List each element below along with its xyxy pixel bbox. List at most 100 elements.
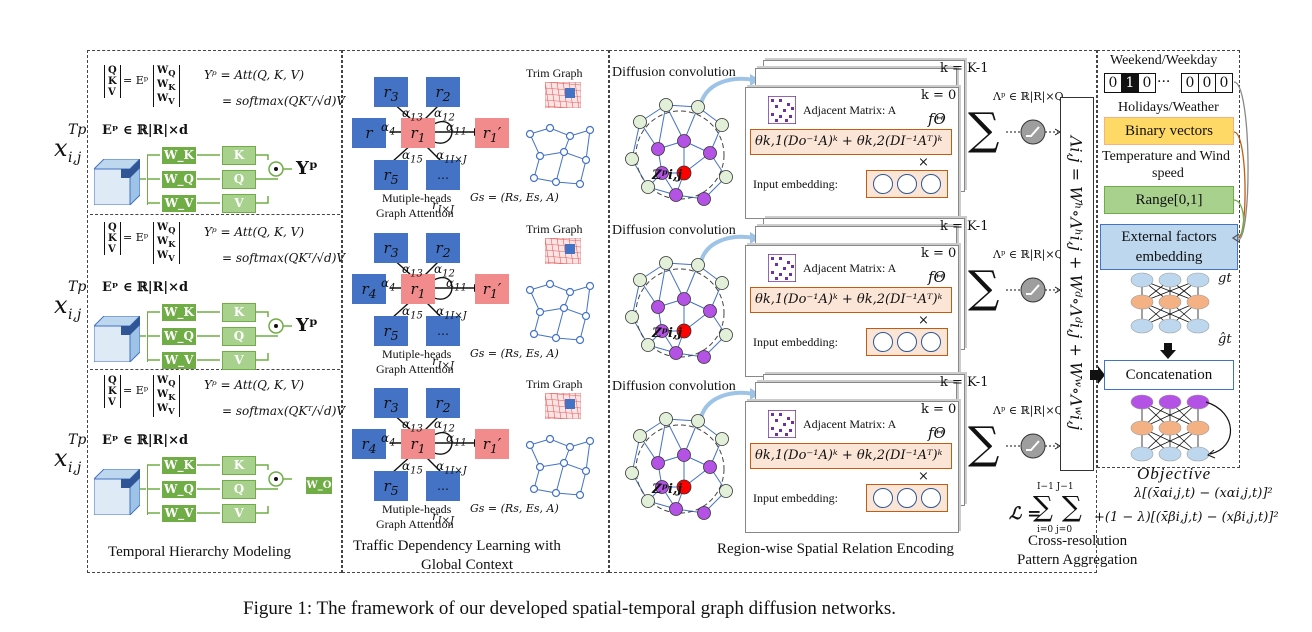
weekend-label: Weekend/Weekday	[1110, 53, 1218, 68]
v-box: V	[222, 504, 256, 523]
attention-formula-1: Yᵖ = Att(Q, K, V)	[204, 225, 304, 239]
k-back-label: k = K-1	[940, 375, 989, 390]
traffic-panel	[342, 50, 609, 573]
bit-cell: 0	[1181, 73, 1199, 93]
region-graph	[625, 412, 733, 520]
bit-cell: 0	[1215, 73, 1233, 93]
alpha-13: α13	[402, 417, 423, 435]
aggregation-equation: Λi,j = Wʰ∘Λʰi,j + Wᵈ∘Λᵈi,j + Wʷ∘Λʷi,j	[1066, 135, 1086, 431]
bit-cell: 0	[1198, 73, 1216, 93]
wk-box: W_K	[162, 457, 196, 474]
k-box: K	[222, 303, 256, 322]
objective-label: Objective	[1137, 464, 1212, 483]
region-graph	[625, 256, 733, 364]
node-r1-prime: r1′	[475, 118, 509, 148]
loss-sums: ∑ ∑	[1033, 490, 1082, 523]
bit-dots: ···	[1157, 74, 1171, 90]
k-front-label: k = 0	[921, 246, 957, 261]
external-panel	[1097, 50, 1240, 468]
k-back-label: k = K-1	[940, 61, 989, 76]
node-r2: r2	[426, 233, 460, 263]
alpha-15: α15	[402, 459, 423, 477]
node-r3: r3	[374, 77, 408, 107]
input-embedding-vector	[866, 328, 948, 356]
adjacent-matrix-label: Adjacent Matrix: A	[803, 103, 897, 117]
trim-graph-label: Trim Graph	[526, 377, 583, 391]
holidays-label: Holidays/Weather	[1118, 100, 1219, 115]
temporal-divider-1	[90, 214, 340, 215]
temporal-divider-2	[90, 369, 340, 370]
diffusion-title: Diffusion convolution	[612, 223, 736, 238]
figure-caption: Figure 1: The framework of our developed…	[243, 598, 897, 619]
adjacency-icon	[768, 96, 796, 124]
v-box: V	[222, 194, 256, 213]
sum-symbol: ∑	[968, 104, 1000, 155]
attention-formula-2: = softmax(QKᵀ/√d)V	[222, 404, 346, 418]
node-r: r4	[352, 274, 386, 304]
branch-lines	[147, 312, 158, 362]
node-rIJ: …rI×J	[426, 471, 460, 526]
activation-node	[1006, 433, 1061, 459]
qkv-equals: = Eᵖ	[123, 74, 149, 87]
alpha-12: α12	[434, 262, 455, 280]
region-graph	[625, 98, 733, 206]
k-front-label: k = 0	[921, 88, 957, 103]
k-box: K	[222, 456, 256, 475]
branch-lines	[147, 155, 158, 205]
trim-graph-label: Trim Graph	[526, 222, 583, 236]
alpha-4: α4	[381, 276, 396, 294]
trim-graph-grid	[545, 393, 581, 419]
g-label: gt	[1218, 271, 1232, 286]
branch-lines	[147, 465, 158, 515]
qkv-equals: = Eᵖ	[123, 231, 149, 244]
alpha-15: α15	[402, 304, 423, 322]
activation-node	[1006, 119, 1061, 145]
flow-arrows	[140, 311, 292, 361]
wo-box: W_O	[306, 477, 332, 494]
traffic-title-1: Traffic Dependency Learning with	[353, 538, 561, 554]
graph-attention-caption-2: Graph Attention	[376, 206, 454, 220]
wk-box: W_K	[162, 147, 196, 164]
alpha-12: α12	[434, 106, 455, 124]
down-arrow	[1160, 343, 1176, 359]
diffusion-title: Diffusion convolution	[612, 65, 736, 80]
graph-attention-caption-1: Mutiple-heads	[382, 502, 452, 516]
node-rIJ: …rI×J	[426, 316, 460, 371]
wv-box: W_V	[162, 352, 196, 369]
node-r5: r5	[374, 160, 408, 190]
wq-box: W_Q	[162, 481, 196, 498]
k-front-label: k = 0	[921, 402, 957, 417]
alpha-4: α4	[381, 431, 396, 449]
node-r5: r5	[374, 316, 408, 346]
alpha-11: α11	[446, 120, 467, 138]
node-r1: r1	[401, 429, 435, 459]
loss-limits-top: I−1 J−1	[1037, 482, 1074, 492]
external-autoencoder	[1130, 272, 1210, 334]
sum-symbol: ∑	[968, 418, 1000, 469]
node-r5: r5	[374, 471, 408, 501]
temperature-label-1: Temperature and Wind	[1102, 149, 1231, 164]
temporal-title: Temporal Hierarchy Modeling	[108, 544, 292, 560]
objective-line-1: λ[(x̄αi,j,t) − (xαi,j,t)]²	[1134, 486, 1273, 501]
trimmed-graph	[525, 434, 595, 500]
node-r1: r1	[401, 274, 435, 304]
z-label: Zᵖi,j	[652, 326, 683, 341]
alpha-15: α15	[402, 148, 423, 166]
trimmed-graph	[525, 123, 595, 189]
lambda-label: Λᵖ ∈ ℝ|R|×Q	[993, 90, 1064, 103]
temporal-panel	[87, 50, 342, 573]
input-cube	[94, 316, 140, 362]
adjacent-matrix-label: Adjacent Matrix: A	[803, 261, 897, 275]
bit-cell: 0	[1138, 73, 1156, 93]
alpha-11: α11	[446, 276, 467, 294]
q-box: Q	[222, 480, 256, 499]
qkv-equals: = Eᵖ	[123, 384, 149, 397]
k-back-label: k = K-1	[940, 219, 989, 234]
agg-to-concat-arrow	[1090, 366, 1105, 384]
trim-graph-grid	[545, 238, 581, 264]
activation-node	[1006, 277, 1061, 303]
